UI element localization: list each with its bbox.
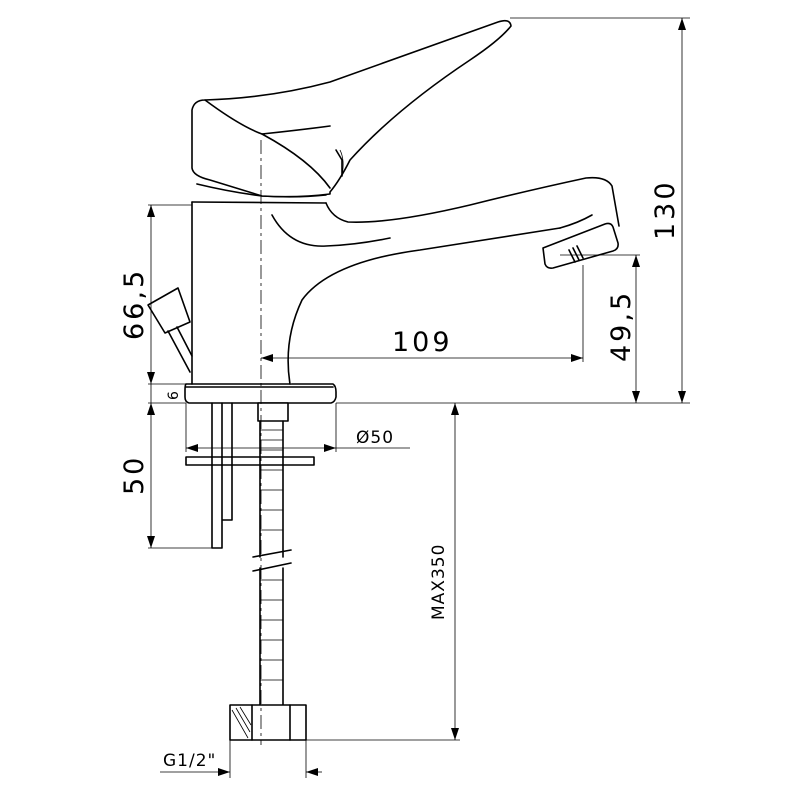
dim-height-total: 130	[650, 179, 681, 240]
dim-spout-reach: 109	[392, 327, 453, 358]
dim-body-height: 66,5	[119, 268, 150, 340]
mounting-nut	[257, 402, 289, 422]
mounting-washer	[185, 456, 315, 466]
lever-handle	[191, 19, 512, 198]
dim-base-diameter: Ø50	[356, 428, 394, 448]
hose-nut	[229, 704, 307, 741]
dim-spout-height: 49,5	[606, 290, 637, 362]
dim-thread: G1/2"	[163, 751, 216, 771]
dim-hose-length: MAX350	[429, 544, 449, 620]
extension-lines	[148, 17, 690, 778]
dimension-lines	[147, 18, 686, 776]
aerator	[542, 222, 619, 269]
flexible-hose	[259, 420, 284, 706]
pop-up-rod	[211, 402, 233, 549]
faucet-outline	[147, 19, 620, 741]
pop-up-knob	[147, 287, 191, 334]
dim-pop-up-depth: 50	[119, 455, 150, 495]
base-plate	[184, 383, 337, 404]
faucet-body	[191, 201, 561, 385]
dim-base-thickness: 6	[166, 391, 182, 400]
spout	[325, 176, 620, 227]
